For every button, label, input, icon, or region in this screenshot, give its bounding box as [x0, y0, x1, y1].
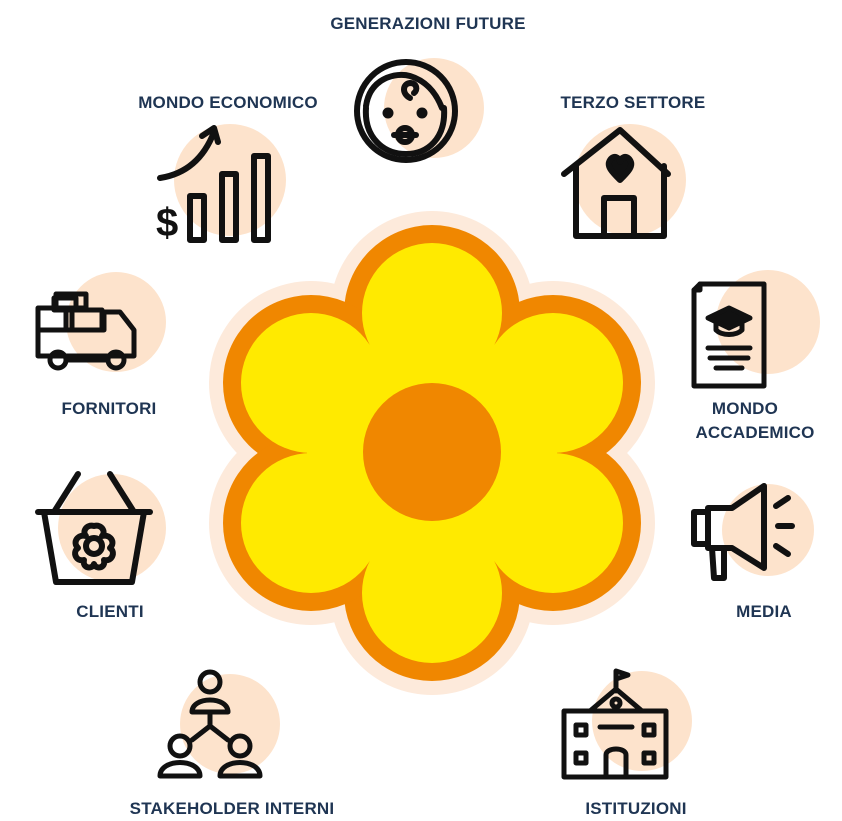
label-generazioni-future: GENERAZIONI FUTURE	[330, 14, 526, 33]
label-mondo-economico: MONDO ECONOMICO	[138, 93, 318, 112]
delivery-truck-icon	[34, 268, 184, 378]
megaphone-icon	[690, 478, 830, 588]
label-fornitori: FORNITORI	[61, 399, 157, 418]
institution-building-icon	[560, 665, 700, 785]
label-media: MEDIA	[736, 602, 792, 621]
flower-center	[363, 383, 501, 521]
team-icon	[150, 668, 300, 788]
baby-icon	[350, 58, 490, 168]
shopping-basket-icon	[35, 468, 176, 588]
label-terzo-settore: TERZO SETTORE	[560, 93, 706, 112]
label-stakeholder-interni: STAKEHOLDER INTERNI	[129, 799, 335, 818]
diploma-icon	[688, 270, 828, 392]
label-mondo-accademico-line1: MONDO	[711, 399, 779, 418]
svg-text:$: $	[156, 201, 178, 245]
label-clienti: CLIENTI	[76, 602, 144, 621]
house-heart-icon	[560, 122, 700, 242]
label-istituzioni: ISTITUZIONI	[585, 799, 687, 818]
label-mondo-accademico-line2: ACCADEMICO	[695, 423, 815, 442]
growth-chart-icon: $	[156, 124, 306, 246]
